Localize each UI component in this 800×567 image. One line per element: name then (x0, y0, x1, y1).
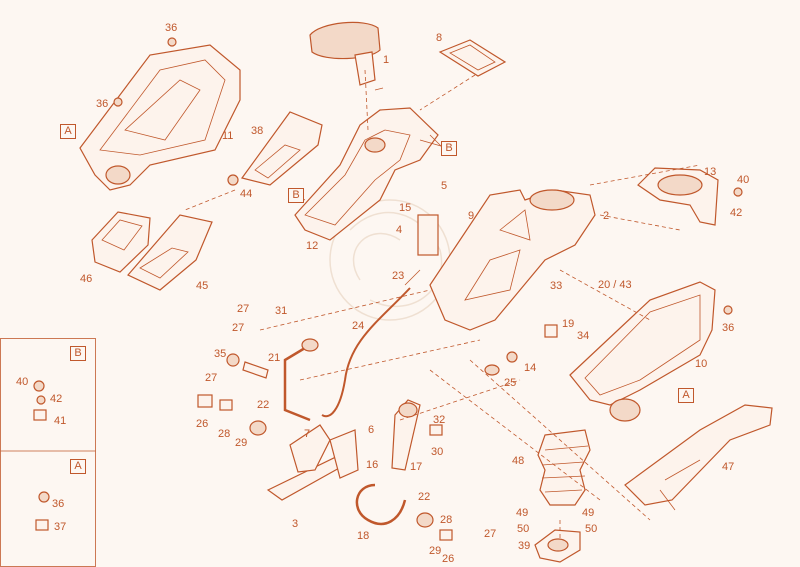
callout-number: 29 (429, 545, 442, 557)
callout-number: 31 (275, 305, 288, 317)
part-48-boot (537, 429, 591, 506)
callout-number: 6 (368, 424, 375, 436)
part-17-pedal (391, 399, 421, 471)
part-13-cup-holder (637, 167, 719, 226)
callout-number: 22 (418, 491, 431, 503)
callout-number: 48 (512, 455, 525, 467)
callout-number: 4 (396, 224, 403, 236)
part-1-knob (309, 21, 381, 86)
callout-number: 36 (165, 22, 178, 34)
callout-number: 50 (585, 523, 598, 535)
part-8-plate (438, 39, 507, 77)
callout-number: 40 (737, 174, 750, 186)
leader-lines (184, 69, 701, 540)
part-18-pedal (355, 483, 407, 526)
callout-number: 10 (695, 358, 708, 370)
callout-number: 16 (366, 459, 379, 471)
callout-number: 22 (257, 399, 270, 411)
callout-number: 28 (218, 428, 231, 440)
callout-number: 8 (436, 32, 443, 44)
callout-number: 39 (518, 540, 531, 552)
callout-number: 24 (352, 320, 365, 332)
callout-number: 20 / 43 (598, 279, 632, 291)
callout-number: 27 (237, 303, 250, 315)
callout-number: 18 (357, 530, 370, 542)
callout-number: 13 (704, 166, 717, 178)
part-24-cable (321, 269, 421, 418)
callout-number: 46 (80, 273, 93, 285)
callout-number: 1 (383, 54, 390, 66)
callout-number: 45 (196, 280, 209, 292)
inset-frames (0, 338, 96, 567)
part-12-console (294, 107, 439, 241)
callout-number: 7 (304, 428, 311, 440)
callout-number: 42 (50, 393, 63, 405)
callout-number: 37 (54, 521, 67, 533)
ref-box-a-left: A (60, 124, 76, 139)
callout-number: 40 (16, 376, 29, 388)
callout-number: 28 (440, 514, 453, 526)
callout-number: 27 (205, 372, 218, 384)
callout-number: 27 (484, 528, 497, 540)
callout-number: 44 (240, 188, 253, 200)
callout-number: 26 (442, 553, 455, 565)
callout-number: 12 (306, 240, 319, 252)
part-10-side-cover (569, 281, 716, 422)
callout-number: 14 (524, 362, 537, 374)
inset-label-a: A (70, 459, 86, 474)
part-38-panel (240, 111, 323, 186)
small-parts (33, 37, 743, 541)
callout-number: 38 (251, 125, 264, 137)
callout-number: 29 (235, 437, 248, 449)
callout-number: 19 (562, 318, 575, 330)
callout-number: 36 (96, 98, 109, 110)
callout-number: 3 (292, 518, 299, 530)
callout-number: 11 (222, 130, 234, 142)
callout-number: 27 (232, 322, 245, 334)
part-39-base (534, 529, 581, 563)
callout-number: 30 (431, 446, 444, 458)
callout-number: 49 (582, 507, 595, 519)
callout-number: 49 (516, 507, 529, 519)
ref-box-a-right: A (678, 388, 694, 403)
callout-number: 32 (433, 414, 446, 426)
part-21-pedal-arm (283, 338, 319, 422)
callout-number: 5 (441, 180, 448, 192)
callout-number: 36 (52, 498, 65, 510)
callout-number: 25 (504, 377, 517, 389)
part-3-bracket (266, 424, 359, 501)
part-47-hose (624, 404, 773, 511)
callout-number: 2 (603, 210, 610, 222)
ref-box-b-left: B (288, 188, 304, 203)
callout-number: 21 (268, 352, 281, 364)
part-11-side-cover (79, 44, 241, 191)
callout-number: 47 (722, 461, 735, 473)
inset-label-b: B (70, 346, 86, 361)
callout-number: 15 (399, 202, 412, 214)
callout-number: 50 (517, 523, 530, 535)
callout-number: 9 (468, 210, 475, 222)
part-45-mat (127, 214, 213, 291)
callout-number: 36 (722, 322, 735, 334)
callout-number: 41 (54, 415, 67, 427)
callout-number: 23 (392, 270, 405, 282)
callout-number: 34 (577, 330, 590, 342)
callout-number: 42 (730, 207, 743, 219)
callout-number: 26 (196, 418, 209, 430)
callout-number: 17 (410, 461, 423, 473)
callout-number: 35 (214, 348, 227, 360)
callout-number: 33 (550, 280, 563, 292)
ref-box-b-top: B (441, 141, 457, 156)
part-46-tray (91, 211, 151, 273)
part-2-frame (429, 189, 596, 331)
